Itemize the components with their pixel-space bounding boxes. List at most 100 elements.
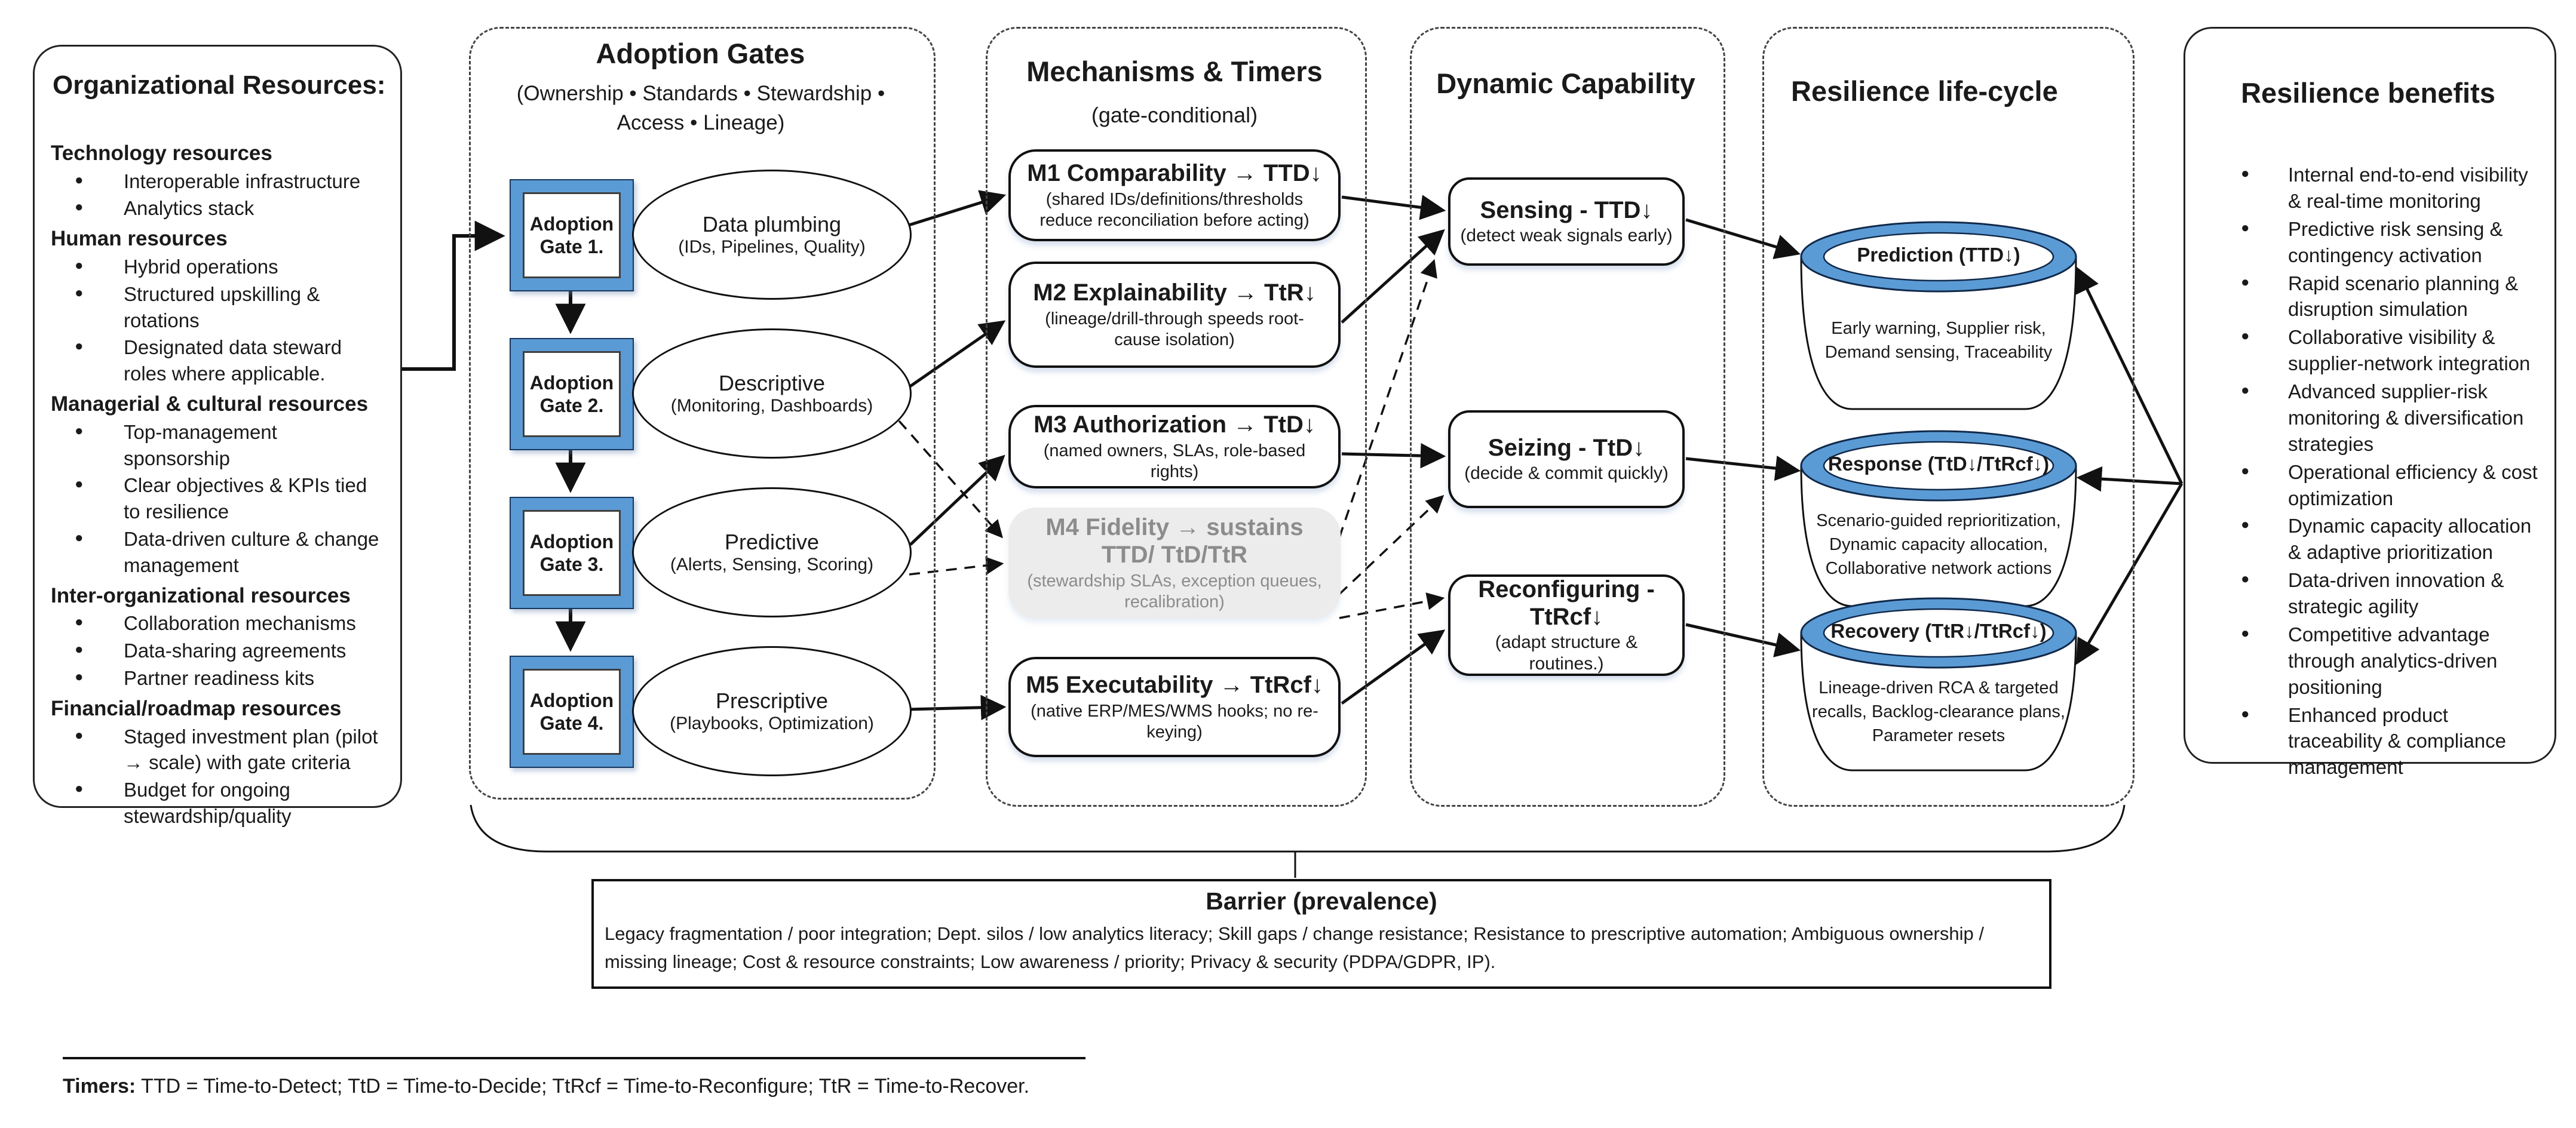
mechanism-m4: M4 Fidelity → sustains TTD/ TtD/TtR (ste… [1008,508,1341,619]
org-item: Staged investment plan (pilot → scale) w… [51,724,381,776]
ellipse-subtitle: (Alerts, Sensing, Scoring) [670,555,874,574]
org-item: Budget for ongoing stewardship/quality [51,777,381,829]
mechanism-m4-sub: (stewardship SLAs, exception queues, rec… [1027,571,1322,611]
mechanism-m1-sub: (shared IDs/definitions/thresholds reduc… [1039,190,1310,230]
adoption-gate-2-label: Adoption Gate 2. [523,351,621,437]
dynamic-capability-panel [1410,27,1725,807]
barrier-box: Barrier (prevalence) Legacy fragmentatio… [591,879,2051,989]
footnote-label: Timers: [63,1075,136,1098]
org-resources-list: Technology resources Interoperable infra… [51,136,381,831]
mechanism-m5: M5 Executability → TtRcf↓ (native ERP/ME… [1008,657,1341,757]
bowl-prediction-body: Early warning, Supplier risk, Demand sen… [1824,319,2053,362]
org-item: Top-management sponsorship [51,419,381,472]
ellipse-subtitle: (IDs, Pipelines, Quality) [678,237,866,257]
org-item: Interoperable infrastructure [51,168,381,195]
mechanism-m5-title: M5 Executability → TtRcf↓ [1026,672,1323,699]
mechanism-m1: M1 Comparability → TTD↓ (shared IDs/defi… [1008,149,1341,241]
mechanism-m1-title: M1 Comparability → TTD↓ [1027,160,1322,187]
benefit-item: Collaborative visibility & supplier-netw… [2237,324,2539,377]
bowl-response-title: Response (TtD↓/TtRcf↓) [1827,453,2050,475]
adoption-gate-3: Adoption Gate 3. [510,497,634,609]
bowl-recovery-body: Lineage-driven RCA & targeted recalls, B… [1812,678,2065,746]
ellipse-title: Predictive [724,530,820,554]
capability-seizing-title: Seizing - TtD↓ [1488,435,1645,461]
barrier-body: Legacy fragmentation / poor integration;… [605,923,1984,972]
org-group-heading: Managerial & cultural resources [51,392,369,416]
barrier-title: Barrier (prevalence) [1206,887,1437,915]
capability-sensing-sub: (detect weak signals early) [1460,226,1673,245]
adoption-gate-1: Adoption Gate 1. [510,179,634,291]
org-item: Analytics stack [51,195,381,222]
capability-seizing-sub: (decide & commit quickly) [1464,463,1669,483]
mechanism-m2-title: M2 Explainability → TtR↓ [1033,279,1316,306]
mechanism-m2-sub: (lineage/drill-through speeds root-cause… [1045,309,1304,349]
gate-ellipse-data-plumbing: Data plumbing (IDs, Pipelines, Quality) [632,170,912,300]
lifecycle-panel [1762,27,2135,807]
org-item: Clear objectives & KPIs tied to resilien… [51,472,381,525]
capability-sensing: Sensing - TTD↓ (detect weak signals earl… [1448,177,1685,266]
org-item: Designated data steward roles where appl… [51,334,381,387]
benefit-item: Enhanced product traceability & complian… [2237,702,2539,781]
benefits-list: Internal end-to-end visibility & real-ti… [2237,160,2539,782]
adoption-gate-3-label: Adoption Gate 3. [523,510,621,596]
footnote-text: TTD = Time-to-Detect; TtD = Time-to-Deci… [136,1075,1030,1098]
benefit-item: Internal end-to-end visibility & real-ti… [2237,162,2539,214]
org-group-heading: Inter-organizational resources [51,583,351,607]
adoption-gates-panel [469,27,936,800]
gate-ellipse-prescriptive: Prescriptive (Playbooks, Optimization) [632,646,912,776]
org-item: Data-driven culture & change management [51,526,381,579]
capability-reconfiguring-title: Reconfiguring - TtRcf↓ [1478,576,1655,630]
org-item: Hybrid operations [51,254,381,280]
mechanisms-subtitle: (gate-conditional) [1091,103,1258,127]
ellipse-title: Descriptive [718,371,826,395]
mechanisms-panel [986,27,1367,807]
benefit-item: Dynamic capacity allocation & adaptive p… [2237,513,2539,565]
org-group-heading: Financial/roadmap resources [51,697,342,720]
capability-seizing: Seizing - TtD↓ (decide & commit quickly) [1448,410,1685,508]
capability-sensing-title: Sensing - TTD↓ [1480,197,1653,223]
mechanisms-title: Mechanisms & Timers [1026,56,1323,87]
ellipse-title: Data plumbing [702,212,842,236]
org-item: Data-sharing agreements [51,638,381,664]
lifecycle-title: Resilience life-cycle [1791,75,2058,107]
benefit-item: Operational efficiency & cost optimizati… [2237,459,2539,512]
gate-ellipse-descriptive: Descriptive (Monitoring, Dashboards) [632,328,912,459]
adoption-gate-2: Adoption Gate 2. [510,338,634,450]
ellipse-subtitle: (Playbooks, Optimization) [670,714,874,733]
ellipse-subtitle: (Monitoring, Dashboards) [670,396,873,416]
adoption-gate-4-label: Adoption Gate 4. [523,669,621,755]
benefit-item: Competitive advantage through analytics-… [2237,622,2539,700]
org-item: Partner readiness kits [51,665,381,691]
org-item: Structured upskilling & rotations [51,281,381,334]
mechanism-m5-sub: (native ERP/MES/WMS hooks; no re-keying) [1031,702,1318,742]
benefit-item: Predictive risk sensing & contingency ac… [2237,216,2539,269]
brace-curve [470,804,2126,853]
capability-reconfiguring: Reconfiguring - TtRcf↓ (adapt structure … [1448,574,1685,676]
adoption-gate-1-label: Adoption Gate 1. [523,192,621,278]
benefits-title: Resilience benefits [2241,77,2495,109]
ellipse-title: Prescriptive [715,689,829,713]
mechanism-m3-title: M3 Authorization → TtD↓ [1034,411,1315,438]
org-item: Collaboration mechanisms [51,610,381,637]
mechanism-m2: M2 Explainability → TtR↓ (lineage/drill-… [1008,262,1341,368]
org-group-heading: Human resources [51,227,228,251]
gate-ellipse-predictive: Predictive (Alerts, Sensing, Scoring) [632,487,912,617]
bowl-prediction-title: Prediction (TTD↓) [1857,244,2020,266]
footnote-rule [63,1057,1085,1059]
dynamic-capability-title: Dynamic Capability [1436,67,1695,99]
mechanism-m3-sub: (named owners, SLAs, role-based rights) [1043,441,1306,481]
bowl-response-body: Scenario-guided reprioritization, Dynami… [1816,511,2061,579]
capability-reconfiguring-sub: (adapt structure & routines.) [1495,632,1638,674]
org-group-heading: Technology resources [51,142,272,165]
bowl-recovery-title: Recovery (TtR↓/TtRcf↓) [1830,620,2047,642]
benefit-item: Data-driven innovation & strategic agili… [2237,567,2539,620]
benefit-item: Advanced supplier-risk monitoring & dive… [2237,379,2539,457]
org-resources-title: Organizational Resources: [53,70,386,100]
benefit-item: Rapid scenario planning & disruption sim… [2237,271,2539,323]
mechanism-m3: M3 Authorization → TtD↓ (named owners, S… [1008,405,1341,488]
mechanism-m4-title: M4 Fidelity → sustains TTD/ TtD/TtR [1045,514,1304,568]
adoption-gates-title: Adoption Gates [596,38,805,69]
adoption-gates-subtitle: (Ownership • Standards • Stewardship • A… [516,82,885,134]
footnote: Timers: TTD = Time-to-Detect; TtD = Time… [63,1075,1377,1098]
